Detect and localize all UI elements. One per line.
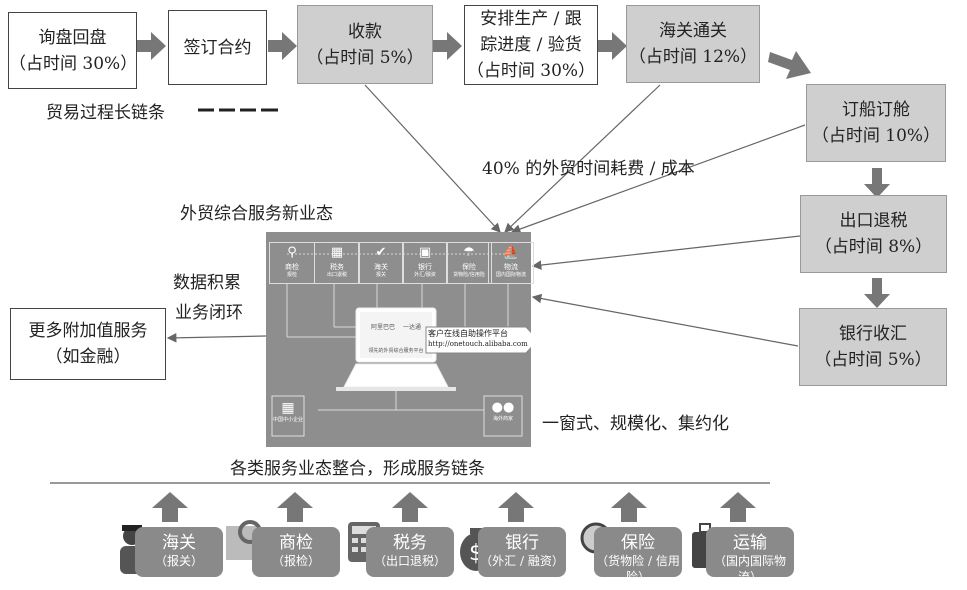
cost-caption: 40% 的外贸时间耗费 / 成本 [482, 159, 695, 179]
card-icon: ▣ [418, 245, 432, 260]
sme-label: 中国中小企业 [272, 417, 303, 423]
chain-arrow-7 [864, 278, 890, 308]
process-box-inquiry: 询盘回盘 （占时间 30%） [8, 12, 137, 89]
chain-arrow-2 [268, 32, 297, 60]
loop-caption-data: 数据积累 [173, 273, 241, 293]
panel-service-customs: ✔ 海关 报关 [358, 242, 404, 284]
value-added-box: 更多附加值服务 （如金融） [10, 308, 166, 380]
people-icon: ●● [491, 400, 515, 415]
chain-arrow-6 [864, 168, 890, 198]
panel-service-tax: ▦ 税务 出口退税 [314, 242, 360, 284]
process-box-payment: 收款 （占时间 5%） [297, 5, 433, 84]
callout-label: 客户在线自助操作平台 http://onetouch.alibaba.com [428, 328, 528, 350]
customs-icon: ✔ [375, 245, 387, 260]
ship-icon: ⛵ [502, 245, 520, 260]
chain-arrow-1 [137, 32, 166, 60]
laptop-graphic [336, 307, 456, 391]
convergence-lines [166, 84, 806, 347]
building-icon: ▦ [281, 400, 295, 416]
chain-arrow-3 [433, 32, 462, 60]
chain-caption: 贸易过程长链条 [46, 103, 165, 123]
chain-arrow-4 [598, 32, 627, 60]
platform-panel: ⚲ 商检 报检 ▦ 税务 出口退税 ✔ 海关 报关 ▣ 银行 外汇/融资 ☂ 保… [266, 232, 534, 447]
inspection-icon [222, 516, 266, 566]
panel-service-bank: ▣ 银行 外汇/融资 [402, 242, 448, 284]
category-transport: 运输 （国内国际物流） [706, 527, 794, 584]
process-box-shipping: 订船订舱 （占时间 10%） [806, 84, 946, 162]
panel-service-logistics: ⛵ 物流 国内国际物流 [488, 242, 534, 284]
buyer-node: ●● 海外商家 [484, 400, 522, 422]
platform-wiring [271, 253, 531, 437]
laptop-brand: 阿里巴巴 [370, 324, 395, 331]
laptop-tag: 一达通 [403, 324, 422, 331]
process-box-tax-refund: 出口退税 （占时间 8%） [800, 195, 947, 273]
laptop-screen-text: 阿里巴巴 一达通 领先的外贸综合服务平台 [362, 314, 430, 354]
category-inspection: 商检 （报检） [252, 527, 340, 577]
umbrella-icon: ☂ [463, 245, 475, 260]
buyer-label: 海外商家 [492, 416, 513, 422]
one-stop-caption: 一窗式、规模化、集约化 [542, 414, 729, 434]
category-bank: 银行 （外汇 / 融资） [478, 527, 566, 577]
chain-arrows [137, 32, 890, 308]
platform-title: 外贸综合服务新业态 [180, 204, 333, 224]
callout-url: http://onetouch.alibaba.com [428, 340, 528, 348]
calculator-icon: ▦ [330, 245, 344, 260]
sme-node: ▦ 中国中小企业 [270, 400, 306, 423]
category-customs: 海关 （报关） [135, 527, 223, 577]
process-box-customs: 海关通关 （占时间 12%） [626, 5, 760, 83]
process-box-bank-receipt: 银行收汇 （占时间 5%） [799, 308, 947, 386]
panel-service-insurance: ☂ 保险 货物险/信用险 [446, 242, 492, 284]
process-box-production: 安排生产 / 跟 踪进度 / 验货 （占时间 30%） [464, 5, 598, 85]
chain-arrow-5 [768, 51, 811, 79]
category-insurance: 保险 （货物险 / 信用险） [594, 527, 682, 584]
process-box-contract: 签订合约 [168, 10, 267, 85]
panel-service-inspection: ⚲ 商检 报检 [269, 242, 315, 284]
search-icon: ⚲ [287, 245, 297, 260]
loop-caption-business: 业务闭环 [175, 303, 243, 323]
laptop-slogan: 领先的外贸综合服务平台 [368, 348, 424, 354]
category-tax: 税务 （出口退税） [366, 527, 454, 577]
integration-caption: 各类服务业态整合，形成服务链条 [230, 459, 485, 479]
callout-title: 客户在线自助操作平台 [428, 329, 508, 338]
